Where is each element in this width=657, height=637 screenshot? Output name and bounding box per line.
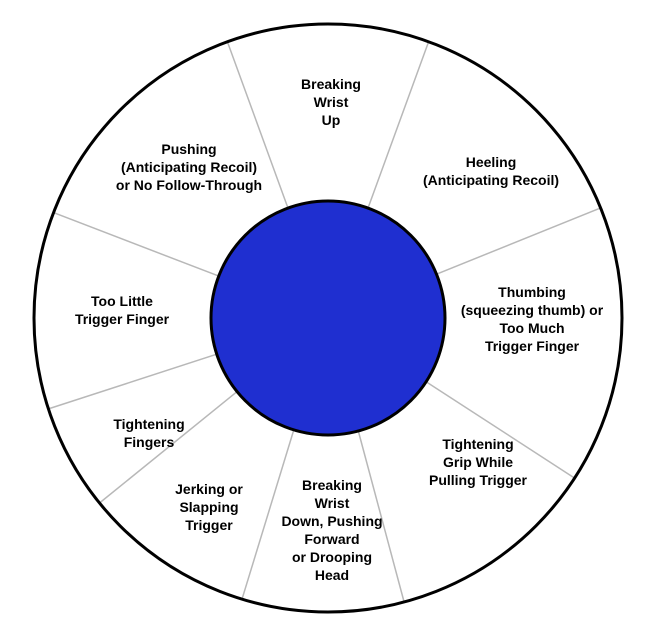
segment-label-line: (Anticipating Recoil) <box>121 159 257 175</box>
segment-label-line: Up <box>322 112 341 128</box>
segment-label-line: Slapping <box>179 499 238 515</box>
segment-pushing: Pushing (Anticipating Recoil) or No Follow… <box>116 141 262 193</box>
segment-label-line: Tightening <box>113 416 184 432</box>
segment-label-line: Too Much <box>499 320 564 336</box>
divider-line-9 <box>53 211 220 277</box>
segment-label-line: Trigger Finger <box>485 338 580 354</box>
divider-line-3 <box>436 207 601 275</box>
segment-label-line: (squeezing thumb) or <box>461 302 604 318</box>
segment-label-line: Trigger Finger <box>75 311 170 327</box>
segment-label-line: Pulling Trigger <box>429 472 528 488</box>
segment-label-line: or No Follow-Through <box>116 177 262 193</box>
segment-thumbing: Thumbing (squeezing thumb) or Too MuchTrig… <box>461 284 604 354</box>
segment-label-line: Breaking <box>302 477 362 493</box>
divider-line-8 <box>48 353 217 410</box>
segment-label-line: Thumbing <box>498 284 566 300</box>
segment-label-line: Pushing <box>161 141 216 157</box>
divider-line-6 <box>241 429 295 600</box>
segment-dividers <box>48 41 601 603</box>
segment-label-line: Down, Pushing <box>281 513 382 529</box>
segment-label-line: Breaking <box>301 76 361 92</box>
divider-line-4 <box>425 381 576 479</box>
divider-line-7 <box>99 391 238 504</box>
segment-label-line: or Drooping <box>292 549 372 565</box>
divider-line-1 <box>226 41 289 209</box>
segment-label-line: Trigger <box>185 517 233 533</box>
segment-label-line: Tightening <box>442 436 513 452</box>
outer-ring <box>32 22 624 614</box>
segment-label-line: Heeling <box>466 154 517 170</box>
segment-label-line: (Anticipating Recoil) <box>423 172 559 188</box>
segment-label-line: Too Little <box>91 293 153 309</box>
segment-label-line: Fingers <box>124 434 175 450</box>
center-disc <box>209 199 447 437</box>
segment-label-line: Head <box>315 567 349 583</box>
segment-label-line: Grip While <box>443 454 513 470</box>
segment-label-line: Jerking or <box>175 481 243 497</box>
divider-line-2 <box>367 41 430 209</box>
segment-label-line: Wrist <box>314 94 349 110</box>
segment-label-line: Wrist <box>315 495 350 511</box>
segment-heeling: Heeling (Anticipating Recoil) <box>423 154 559 188</box>
segment-label-line: Forward <box>304 531 359 547</box>
divider-line-5 <box>357 430 405 603</box>
